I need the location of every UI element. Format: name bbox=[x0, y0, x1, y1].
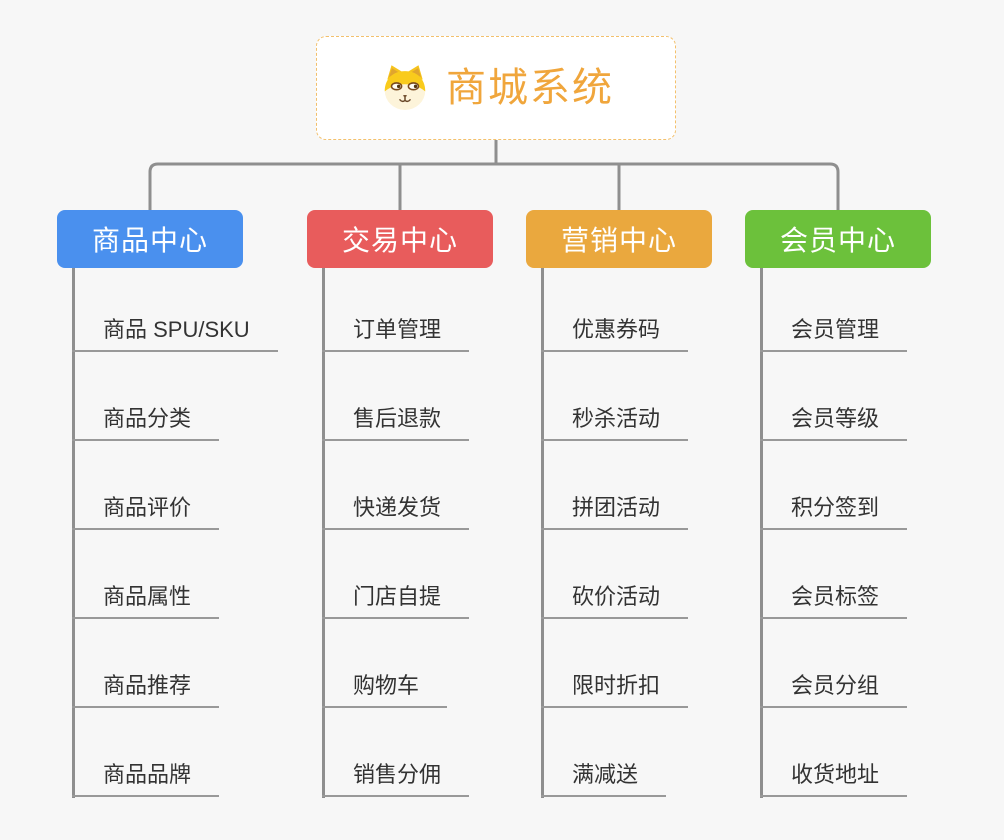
leaf-label[interactable]: 拼团活动 bbox=[541, 495, 689, 530]
leaf-node: 商品属性 bbox=[57, 530, 278, 619]
leaf-node: 积分签到 bbox=[745, 441, 908, 530]
leaf-label[interactable]: 积分签到 bbox=[760, 495, 908, 530]
branch-label: 营销中心 bbox=[560, 225, 677, 256]
leaf-node: 订单管理 bbox=[307, 268, 470, 352]
leaf-label[interactable]: 商品评价 bbox=[72, 495, 220, 530]
leaf-node: 商品评价 bbox=[57, 441, 278, 530]
leaf-label[interactable]: 商品分类 bbox=[72, 406, 220, 441]
leaf-node: 商品品牌 bbox=[57, 708, 278, 797]
branch-label: 交易中心 bbox=[341, 225, 458, 256]
leaf-node: 拼团活动 bbox=[526, 441, 689, 530]
leaf-node: 商品分类 bbox=[57, 352, 278, 441]
leaf-node: 会员分组 bbox=[745, 619, 908, 708]
leaf-node: 购物车 bbox=[307, 619, 469, 708]
leaf-list: 商品 SPU/SKU 商品分类 商品评价 商品属性 商品推荐 商品品牌 bbox=[57, 268, 278, 797]
branch-node-product[interactable]: 商品中心 bbox=[57, 210, 243, 268]
leaf-list: 优惠券码 秒杀活动 拼团活动 砍价活动 限时折扣 满减送 bbox=[526, 268, 689, 797]
leaf-node: 会员等级 bbox=[745, 352, 908, 441]
leaf-label[interactable]: 砍价活动 bbox=[541, 584, 689, 619]
leaf-label[interactable]: 商品 SPU/SKU bbox=[72, 317, 278, 352]
leaf-label[interactable]: 会员等级 bbox=[760, 406, 908, 441]
leaf-node: 会员管理 bbox=[745, 268, 908, 352]
root-title: 商城系统 bbox=[446, 66, 614, 110]
leaf-node: 商品 SPU/SKU bbox=[57, 268, 278, 352]
branch-trunk-line bbox=[541, 268, 544, 798]
leaf-label[interactable]: 会员管理 bbox=[760, 317, 908, 352]
leaf-node: 快递发货 bbox=[307, 441, 470, 530]
branch-trunk-line bbox=[72, 268, 75, 798]
leaf-node: 砍价活动 bbox=[526, 530, 689, 619]
leaf-label[interactable]: 会员分组 bbox=[760, 673, 908, 708]
leaf-label[interactable]: 限时折扣 bbox=[541, 673, 689, 708]
leaf-label[interactable]: 购物车 bbox=[322, 673, 448, 708]
leaf-node: 优惠券码 bbox=[526, 268, 689, 352]
branch-column-marketing: 营销中心 优惠券码 秒杀活动 拼团活动 砍价活动 限时折扣 满减送 bbox=[526, 210, 776, 798]
leaf-node: 满减送 bbox=[526, 708, 688, 797]
branch-label: 会员中心 bbox=[779, 225, 896, 256]
doge-icon bbox=[384, 65, 426, 110]
leaf-node: 秒杀活动 bbox=[526, 352, 689, 441]
leaf-label[interactable]: 商品品牌 bbox=[72, 762, 220, 797]
leaf-node: 售后退款 bbox=[307, 352, 470, 441]
leaf-node: 限时折扣 bbox=[526, 619, 689, 708]
leaf-list: 订单管理 售后退款 快递发货 门店自提 购物车 销售分佣 bbox=[307, 268, 470, 797]
leaf-label[interactable]: 商品属性 bbox=[72, 584, 220, 619]
leaf-label[interactable]: 售后退款 bbox=[322, 406, 470, 441]
leaf-label[interactable]: 收货地址 bbox=[760, 762, 908, 797]
leaf-label[interactable]: 会员标签 bbox=[760, 584, 908, 619]
branch-node-trade[interactable]: 交易中心 bbox=[307, 210, 493, 268]
leaf-node: 会员标签 bbox=[745, 530, 908, 619]
leaf-node: 收货地址 bbox=[745, 708, 908, 797]
branch-column-product: 商品中心 商品 SPU/SKU 商品分类 商品评价 商品属性 商品推荐 商品品牌 bbox=[57, 210, 307, 798]
leaf-node: 商品推荐 bbox=[57, 619, 278, 708]
leaf-label[interactable]: 满减送 bbox=[541, 762, 667, 797]
leaf-label[interactable]: 秒杀活动 bbox=[541, 406, 689, 441]
leaf-label[interactable]: 门店自提 bbox=[322, 584, 470, 619]
leaf-label[interactable]: 优惠券码 bbox=[541, 317, 689, 352]
leaf-node: 门店自提 bbox=[307, 530, 470, 619]
leaf-label[interactable]: 销售分佣 bbox=[322, 762, 470, 797]
leaf-label[interactable]: 订单管理 bbox=[322, 317, 470, 352]
root-node[interactable]: 商城系统 bbox=[316, 36, 676, 140]
branch-column-trade: 交易中心 订单管理 售后退款 快递发货 门店自提 购物车 销售分佣 bbox=[307, 210, 557, 798]
branch-node-marketing[interactable]: 营销中心 bbox=[526, 210, 712, 268]
branch-trunk-line bbox=[322, 268, 325, 798]
leaf-list: 会员管理 会员等级 积分签到 会员标签 会员分组 收货地址 bbox=[745, 268, 908, 797]
leaf-label[interactable]: 商品推荐 bbox=[72, 673, 220, 708]
branch-trunk-line bbox=[760, 268, 763, 798]
leaf-label[interactable]: 快递发货 bbox=[322, 495, 470, 530]
branch-node-member[interactable]: 会员中心 bbox=[745, 210, 931, 268]
branch-column-member: 会员中心 会员管理 会员等级 积分签到 会员标签 会员分组 收货地址 bbox=[745, 210, 995, 798]
leaf-node: 销售分佣 bbox=[307, 708, 470, 797]
branch-label: 商品中心 bbox=[91, 225, 208, 256]
